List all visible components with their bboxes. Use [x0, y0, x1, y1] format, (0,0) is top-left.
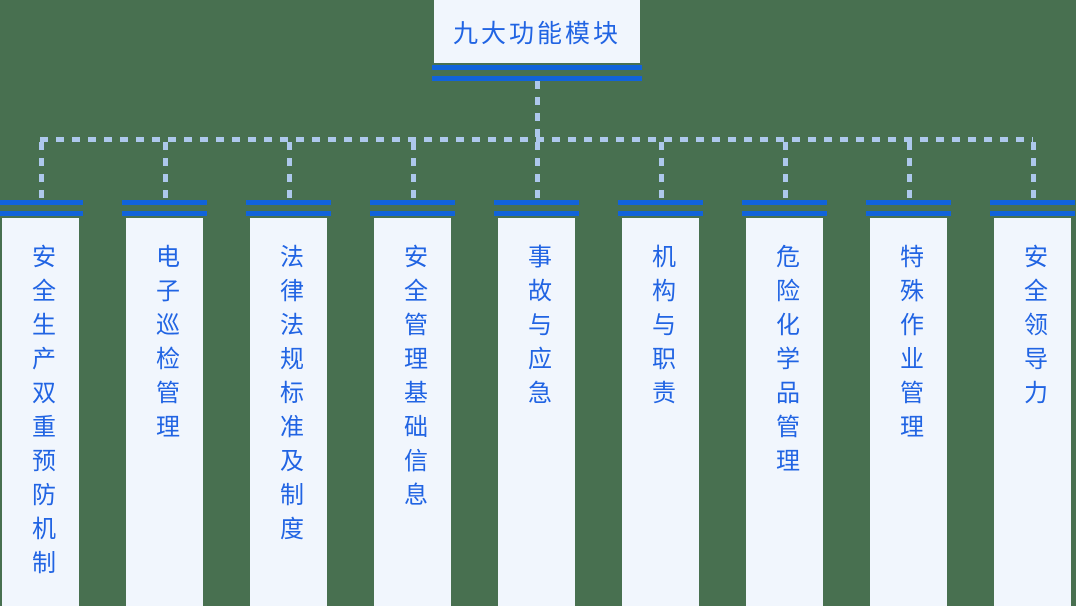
module-rule-top	[990, 200, 1075, 205]
module-label: 特殊作业管理	[895, 244, 923, 448]
root-node: 九大功能模块	[432, 0, 642, 81]
module-rule-top	[494, 200, 579, 205]
module-rule-bottom	[990, 211, 1075, 216]
connector-stem-9	[1031, 142, 1036, 200]
connector-stem-1	[39, 142, 44, 200]
module-rule-top	[866, 200, 951, 205]
module-rule-top	[246, 200, 331, 205]
module-columns: 安全生产双重预防机制 电子巡检管理 法律法规标准及制度 安全管理基础信息 事故与…	[0, 200, 1075, 606]
module-node-laws-regulations: 法律法规标准及制度	[246, 200, 331, 606]
root-node-box: 九大功能模块	[434, 0, 640, 63]
connector-horizontal	[40, 137, 1033, 142]
module-node-box: 安全管理基础信息	[374, 218, 451, 606]
module-node-safety-leadership: 安全领导力	[990, 200, 1075, 606]
module-rule-bottom	[370, 211, 455, 216]
connector-stem-5	[535, 142, 540, 200]
connector-stem-6	[659, 142, 664, 200]
module-node-box: 事故与应急	[498, 218, 575, 606]
module-node-special-operations: 特殊作业管理	[866, 200, 951, 606]
module-node-electronic-inspection: 电子巡检管理	[122, 200, 207, 606]
module-node-safety-basic-info: 安全管理基础信息	[370, 200, 455, 606]
module-rule-top	[742, 200, 827, 205]
module-label: 法律法规标准及制度	[275, 244, 303, 550]
module-label: 安全管理基础信息	[399, 244, 427, 516]
module-rule-bottom	[618, 211, 703, 216]
module-label: 电子巡检管理	[151, 244, 179, 448]
module-node-box: 机构与职责	[622, 218, 699, 606]
module-node-box: 安全领导力	[994, 218, 1071, 606]
connector-stem-2	[163, 142, 168, 200]
connector-stem-7	[783, 142, 788, 200]
module-rule-top	[0, 200, 83, 205]
module-label: 安全领导力	[1019, 244, 1047, 414]
module-rule-top	[618, 200, 703, 205]
module-rule-top	[370, 200, 455, 205]
module-label: 事故与应急	[523, 244, 551, 414]
module-label: 安全生产双重预防机制	[27, 244, 55, 584]
root-rule-top	[432, 65, 642, 70]
module-node-box: 电子巡检管理	[126, 218, 203, 606]
module-node-box: 安全生产双重预防机制	[2, 218, 79, 606]
module-node-safety-dual-prevention: 安全生产双重预防机制	[0, 200, 83, 606]
module-rule-bottom	[246, 211, 331, 216]
connector-root-stem	[535, 81, 540, 137]
module-node-box: 特殊作业管理	[870, 218, 947, 606]
module-label: 机构与职责	[647, 244, 675, 414]
module-node-hazardous-chemicals: 危险化学品管理	[742, 200, 827, 606]
module-node-accident-emergency: 事故与应急	[494, 200, 579, 606]
module-rule-bottom	[122, 211, 207, 216]
root-node-label: 九大功能模块	[452, 19, 621, 48]
module-node-box: 危险化学品管理	[746, 218, 823, 606]
module-node-organization-duties: 机构与职责	[618, 200, 703, 606]
connector-stem-3	[287, 142, 292, 200]
connector-stem-8	[907, 142, 912, 200]
module-rule-top	[122, 200, 207, 205]
module-node-box: 法律法规标准及制度	[250, 218, 327, 606]
root-rule-bottom	[432, 76, 642, 81]
module-rule-bottom	[866, 211, 951, 216]
module-label: 危险化学品管理	[771, 244, 799, 482]
module-rule-bottom	[742, 211, 827, 216]
connector-stem-4	[411, 142, 416, 200]
module-rule-bottom	[0, 211, 83, 216]
module-rule-bottom	[494, 211, 579, 216]
